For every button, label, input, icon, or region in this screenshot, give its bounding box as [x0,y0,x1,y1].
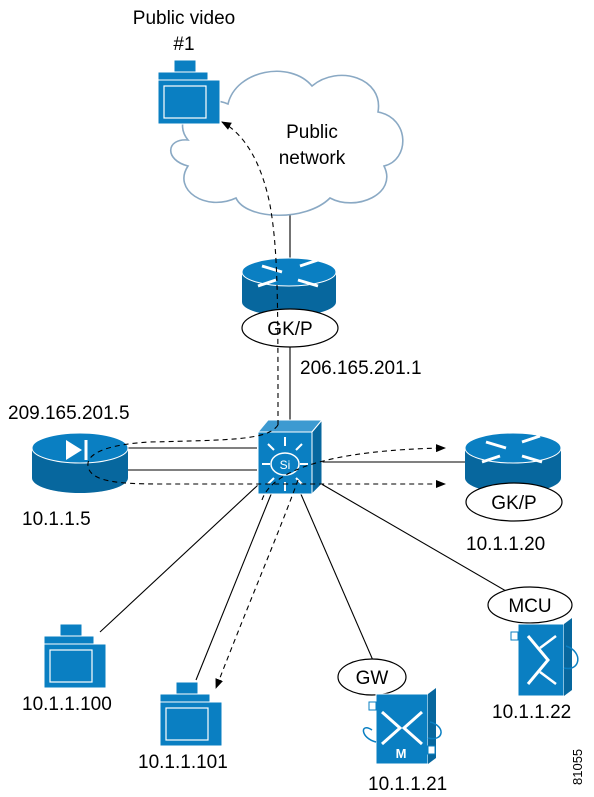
video-terminal-icon [157,59,221,125]
switch-tag: Si [280,458,291,472]
gk-top-tag: GK/P [267,319,312,340]
switch-icon [256,418,324,496]
public-endpoint-label-line2: #1 [173,34,194,55]
mcu-tag-oval [487,586,573,624]
video-terminal-icon [159,681,223,747]
mcu-ip: 10.1.1.22 [492,702,571,723]
public-video-endpoint: Public video #1 [133,8,235,125]
mcu-tag: MCU [508,596,551,617]
endpoint-100-ip: 10.1.1.100 [22,694,112,715]
mcu-icon [510,618,579,697]
cloud-label-line1: Public [286,122,338,143]
public-network-cloud: Public network [170,70,404,216]
links [99,205,519,681]
figure-id: 81055 [570,749,585,785]
video-endpoint-101: 10.1.1.101 [138,681,228,773]
gatekeeper-router-right: GK/P 10.1.1.20 [464,432,563,555]
cloud-label-line2: network [279,148,346,169]
gateway-tag: GW [356,668,389,689]
gateway: GW M 10.1.1.21 [337,658,447,795]
gk-right-tag-oval [465,482,563,522]
call-flows [87,121,446,689]
flow-to-endpoint-101 [215,479,299,689]
gateway-tag-oval [337,658,407,696]
gk-top-ip: 206.165.201.1 [300,358,422,379]
firewall-ip-bottom: 10.1.1.5 [22,509,91,530]
link-switch-endpoint-100 [99,484,259,633]
flow-to-public-endpoint [221,121,279,426]
router-icon [241,257,337,316]
gateway-badge: M [396,746,407,761]
gateway-icon [362,688,442,765]
endpoint-101-ip: 10.1.1.101 [138,752,228,773]
gk-top-tag-oval [241,308,339,348]
flow-switch-to-gk-right [261,444,446,501]
link-switch-gateway [299,491,376,666]
gateway-ip: 10.1.1.21 [368,774,447,795]
router-icon [464,432,562,493]
firewall-router: 209.165.201.5 10.1.1.5 [8,403,130,530]
flow-firewall-loop [87,424,446,488]
link-switch-mcu [317,481,519,599]
gk-right-tag: GK/P [491,493,536,514]
link-switch-endpoint-101 [195,491,273,681]
firewall-router-icon [31,432,129,493]
mcu: MCU 10.1.1.22 [487,586,579,723]
video-endpoint-100: 10.1.1.100 [22,623,112,715]
multilayer-switch: Si [256,418,324,496]
gk-right-ip: 10.1.1.20 [466,534,545,555]
firewall-ip-top: 209.165.201.5 [8,403,130,424]
video-terminal-icon [43,623,107,689]
public-endpoint-label-line1: Public video [133,8,235,29]
gatekeeper-router-top: GK/P 206.165.201.1 [241,257,422,379]
